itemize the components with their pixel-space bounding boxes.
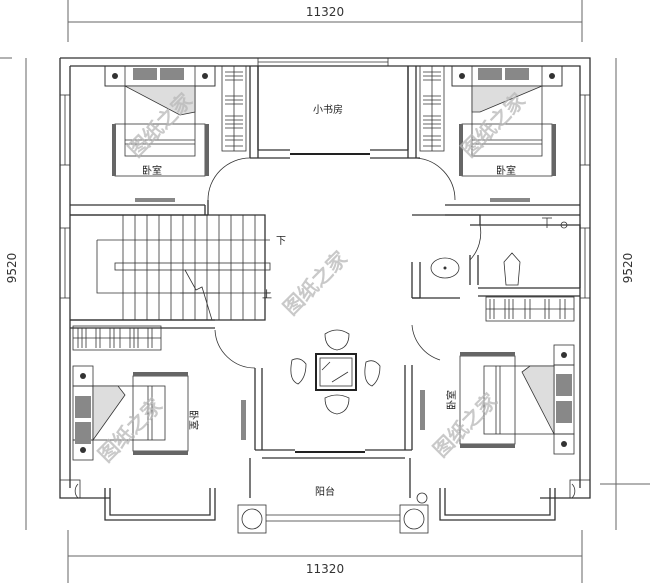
dimension-left-label: 9520 <box>5 253 19 284</box>
bathroom <box>411 214 581 299</box>
watermark-text: 图纸之家 <box>428 388 502 462</box>
tv-cabinet-icon <box>490 198 530 202</box>
wardrobe-icon <box>419 65 445 152</box>
dimension-bottom: 11320 <box>67 530 583 583</box>
room-label-bedroom-bottom-right: 卧室 <box>445 390 458 410</box>
wardrobe-icon <box>221 65 247 152</box>
bed-icon <box>72 365 189 461</box>
bedroom-top-right: 卧室 <box>415 65 580 216</box>
watermark-text: 图纸之家 <box>278 246 352 320</box>
staircase: 下 上 <box>70 214 286 321</box>
wardrobe-icon <box>485 296 575 322</box>
tv-cabinet-icon <box>135 198 175 202</box>
dimension-top: 11320 <box>67 0 583 42</box>
room-label-study: 小书房 <box>313 103 343 116</box>
cushion-icons <box>290 329 381 415</box>
tv-icon <box>241 400 246 440</box>
stairs-down-label: 下 <box>276 236 286 247</box>
room-label-bedroom-bottom-left: 卧室 <box>187 410 200 430</box>
study-room: 小书房 <box>250 57 420 159</box>
stairs-up-label: 上 <box>262 289 272 301</box>
column-icon <box>399 504 429 534</box>
dimension-right-label: 9520 <box>621 253 635 284</box>
room-label-bedroom-top-left: 卧室 <box>142 164 162 177</box>
hall <box>205 200 441 450</box>
dimension-top-label: 11320 <box>306 5 344 19</box>
drain-icon <box>416 492 428 504</box>
column-icon <box>237 504 267 534</box>
bedroom-bottom-right: 卧室 <box>412 287 591 521</box>
tea-table-icon <box>315 353 357 391</box>
dimension-left: 9520 <box>0 57 27 530</box>
bed-icon <box>451 65 563 177</box>
toilet-icon <box>503 252 521 286</box>
room-label-bedroom-top-right: 卧室 <box>496 164 516 177</box>
sink-icon <box>430 257 460 279</box>
bedroom-bottom-left: 卧室 <box>59 319 216 521</box>
dimension-bottom-label: 11320 <box>306 562 344 576</box>
wardrobe-icon <box>72 325 162 351</box>
room-label-balcony: 阳台 <box>315 485 335 498</box>
bed-icon <box>459 344 575 455</box>
balcony: 阳台 <box>237 449 429 534</box>
dimension-right: 9520 <box>600 58 650 530</box>
bedroom-top-left: 卧室 <box>70 65 259 216</box>
tv-icon <box>420 390 425 430</box>
bed-icon <box>104 65 216 177</box>
